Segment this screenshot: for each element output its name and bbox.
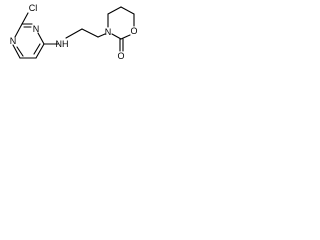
bond-c2-n3 — [111, 33, 122, 40]
bond-nh-ch2 — [65, 28, 83, 39]
bond-o1-c2 — [120, 34, 131, 40]
bond-c5-c6 — [120, 6, 135, 15]
bond-ch2-n3 — [97, 33, 106, 38]
atom-n-ring-bottom: N — [10, 36, 17, 46]
bond-ch2-ch2 — [81, 28, 99, 38]
bond-c5-c4-inner — [33, 43, 41, 55]
atom-o-carbonyl: O — [117, 51, 124, 61]
atom-o-ring: O — [130, 26, 137, 36]
bond-c2-n1 — [14, 23, 23, 38]
atom-nh: NH — [56, 39, 69, 49]
bond-n1-c6-inner — [16, 46, 24, 57]
bond-c4-n3 — [37, 32, 45, 45]
bond-n1-c6 — [12, 44, 21, 59]
atom-cl: Cl — [29, 3, 38, 13]
chemical-structure-diagram: Cl N N NH N O O — [10, 3, 138, 61]
bond-c5-c4 — [35, 43, 45, 59]
bond-c4-c5 — [107, 6, 122, 15]
atom-n-oxazinanone: N — [105, 27, 112, 37]
atom-n-ring-top: N — [33, 24, 40, 34]
bond-c2-cl — [21, 12, 29, 25]
